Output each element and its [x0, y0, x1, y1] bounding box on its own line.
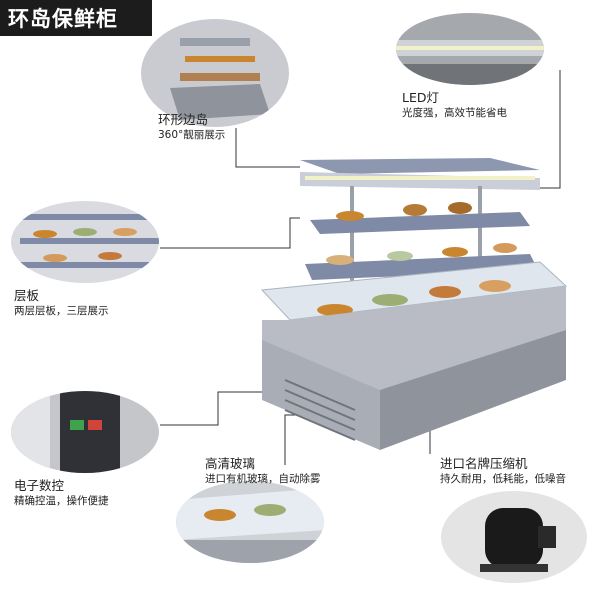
callout-shelf-heading: 层板: [14, 288, 40, 303]
canopy-top: [300, 158, 540, 174]
leader-led: [540, 70, 561, 189]
vent-grille: [284, 379, 356, 441]
callout-led: LED灯 光度强，高效节能省电: [402, 90, 507, 120]
island-cabinet-illustration: [260, 158, 568, 450]
callout-shelf-detail: 两层层板，三层展示: [14, 305, 109, 317]
canopy-face: [300, 172, 540, 190]
callout-control-detail: 精确控温，操作便捷: [14, 495, 109, 507]
callout-compressor: 进口名牌压缩机 持久耐用，低耗能，低噪音: [440, 456, 566, 486]
callout-island: 环形边岛 360°靓丽展示: [158, 112, 225, 142]
callout-led-heading: LED灯: [402, 90, 439, 105]
title-banner: 环岛保鲜柜: [0, 0, 152, 36]
callout-island-detail: 360°靓丽展示: [158, 129, 226, 141]
leader-island: [235, 128, 300, 168]
leader-shelf: [160, 217, 300, 249]
led-light-thumbnail: [396, 13, 544, 85]
glass-thumbnail: [176, 481, 324, 563]
callout-glass: 高清玻璃 进口有机玻璃，自动除雾: [205, 456, 321, 486]
callout-compressor-detail: 持久耐用，低耗能，低噪音: [440, 473, 566, 485]
callout-island-heading: 环形边岛: [158, 112, 209, 127]
upper-shelf: [310, 212, 530, 234]
callout-compressor-heading: 进口名牌压缩机: [440, 456, 528, 471]
island-display-thumbnail: [141, 19, 289, 127]
shelf-thumbnail: [11, 201, 159, 283]
leader-control: [160, 391, 265, 426]
page-title: 环岛保鲜柜: [8, 7, 118, 31]
callout-control-heading: 电子数控: [14, 478, 65, 493]
cabinet-side: [380, 330, 566, 450]
middle-shelf: [305, 254, 538, 280]
callout-glass-heading: 高清玻璃: [205, 456, 256, 471]
callout-led-detail: 光度强，高效节能省电: [402, 107, 507, 119]
led-strip: [305, 176, 535, 180]
compressor-icon: [485, 508, 543, 568]
digital-control-thumbnail: [11, 391, 159, 473]
callout-glass-detail: 进口有机玻璃，自动除雾: [205, 473, 321, 485]
callout-shelf: 层板 两层层板，三层展示: [14, 288, 109, 318]
callout-control: 电子数控 精确控温，操作便捷: [14, 478, 109, 508]
compressor-thumbnail: [441, 491, 587, 583]
